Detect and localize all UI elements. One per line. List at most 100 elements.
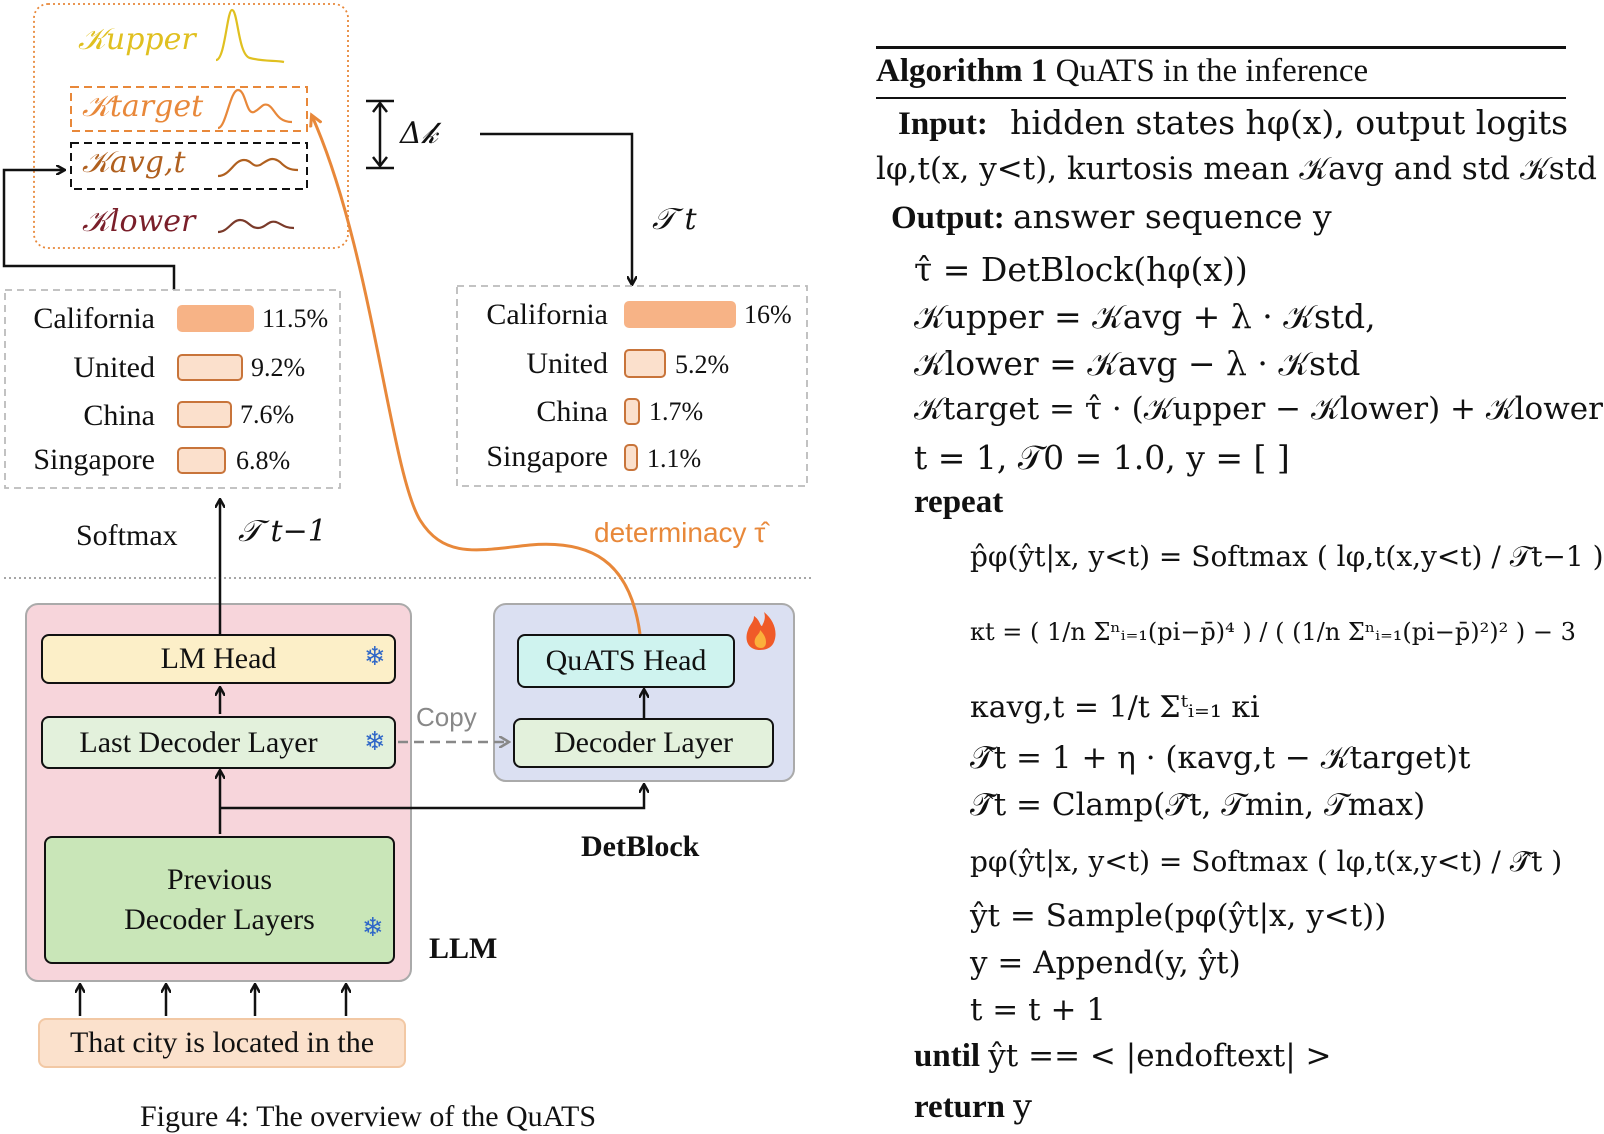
- copy-label: Copy: [416, 702, 477, 732]
- algo-mid-rule: [876, 97, 1566, 99]
- avg-curve: [217, 157, 299, 178]
- algo-top-rule: [876, 46, 1566, 49]
- algo-loop-8: t = t + 1: [970, 992, 1107, 1028]
- algo-repeat-label: repeat: [914, 484, 1004, 520]
- right-bar-1: [624, 349, 666, 378]
- llm-label: LLM: [429, 932, 498, 965]
- quats-head-block: QuATS Head: [517, 634, 735, 688]
- left-bar-3: [177, 447, 226, 474]
- algo-loop-1: κt = ( 1/n Σⁿᵢ₌₁(pi−p̄)⁴ ) / ( (1/n Σⁿᵢ₌…: [970, 618, 1576, 646]
- algo-title-rest: QuATS in the inference: [1055, 53, 1369, 89]
- left-pct-1: 9.2%: [251, 353, 306, 382]
- left-bar-0: [177, 305, 254, 332]
- algo-loop-6: ŷt = Sample(pφ(ŷt|x, y<t)): [970, 898, 1387, 934]
- target-box: [70, 86, 308, 132]
- fire-icon: [746, 612, 776, 650]
- previous-decoder-snowflake-icon: ❄: [362, 913, 384, 943]
- algo-return-label: return: [914, 1089, 1006, 1125]
- algo-loop-5: pφ(ŷt|x, y<t) = Softmax ( lφ,t(x,y<t) / …: [970, 845, 1563, 878]
- input-text-box: That city is located in the: [38, 1018, 406, 1068]
- figure-caption: Figure 4: The overview of the QuATS: [140, 1100, 597, 1133]
- softmax-label: Softmax: [76, 519, 178, 552]
- algo-until: until ŷt == < |endoftext| >: [914, 1038, 1332, 1075]
- right-label-1: United: [526, 347, 608, 380]
- last-decoder-label: Last Decoder Layer: [79, 725, 318, 759]
- algo-until-label: until: [914, 1038, 981, 1074]
- kurtosis-panel: [33, 3, 349, 249]
- algo-output-line: Output: answer sequence y: [891, 197, 1332, 237]
- determinacy-label: determinacy τ̂: [594, 517, 766, 548]
- algo-loop-7: y = Append(y, ŷt): [970, 945, 1241, 981]
- left-pct-0: 11.5%: [262, 304, 329, 333]
- right-label-3: Singapore: [486, 440, 608, 473]
- right-bar-3: [624, 444, 638, 471]
- algo-input-text-1: hidden states hφ(x), output logits: [1010, 103, 1569, 142]
- upper-curve: [215, 8, 285, 64]
- last-decoder-snowflake-icon: ❄: [364, 727, 386, 757]
- right-label-2: China: [536, 395, 608, 428]
- input-text: That city is located in the: [69, 1026, 375, 1059]
- detblock-label: DetBlock: [581, 830, 700, 863]
- algo-line-1: 𝒦upper = 𝒦avg + λ · 𝒦std,: [914, 297, 1376, 336]
- k-target-label: 𝒦target: [82, 89, 204, 124]
- algo-loop-2: κavg,t = 1/t Σᵗᵢ₌₁ κi: [970, 690, 1260, 725]
- lm-head-label: LM Head: [160, 642, 277, 675]
- right-pct-2: 1.7%: [649, 397, 704, 426]
- last-decoder-block: Last Decoder Layer: [41, 716, 396, 769]
- k-lower-label: 𝒦lower: [82, 204, 196, 239]
- algo-loop-0: p̂φ(ŷt|x, y<t) = Softmax ( lφ,t(x,y<t) /…: [970, 540, 1604, 573]
- right-pct-3: 1.1%: [647, 444, 702, 473]
- algo-output-label: Output:: [891, 200, 1005, 236]
- tau-t-minus-1-label: 𝒯 t−1: [238, 514, 327, 549]
- left-bar-1: [177, 354, 243, 381]
- left-bar-2: [177, 401, 232, 428]
- avg-box: [70, 142, 308, 190]
- k-upper-label: 𝒦upper: [78, 22, 196, 57]
- delta-to-right-arrow: [480, 132, 632, 284]
- algo-input-line-1: Input: hidden states hφ(x), output logit…: [898, 103, 1568, 143]
- algo-return-text: y: [1013, 1086, 1032, 1125]
- algo-input-label: Input:: [898, 106, 988, 142]
- right-label-0: California: [486, 298, 608, 331]
- algo-title-bold: Algorithm 1: [876, 53, 1048, 89]
- decoder-layer-block: Decoder Layer: [513, 718, 774, 768]
- decoder-layer-label: Decoder Layer: [553, 726, 734, 759]
- algo-line-4: t = 1, 𝒯0 = 1.0, y = [ ]: [914, 438, 1290, 477]
- lm-head-snowflake-icon: ❄: [364, 642, 386, 672]
- delta-k-bracket: [366, 99, 394, 170]
- left-label-3: Singapore: [33, 443, 155, 476]
- lower-curve: [217, 218, 295, 234]
- algo-line-2: 𝒦lower = 𝒦avg − λ · 𝒦std: [914, 344, 1361, 383]
- right-pct-0: 16%: [744, 300, 792, 329]
- tau-t-label: 𝒯 t: [652, 202, 697, 237]
- left-pct-2: 7.6%: [240, 400, 295, 429]
- right-bar-0: [624, 301, 736, 328]
- left-label-1: United: [73, 351, 155, 384]
- algo-title: Algorithm 1 QuATS in the inference: [876, 53, 1368, 90]
- algo-line-0: τ̂ = DetBlock(hφ(x)): [914, 250, 1248, 289]
- algo-repeat: repeat: [914, 484, 1003, 521]
- target-curve: [217, 88, 293, 130]
- algo-loop-4: 𝒯̂t = Clamp(𝒯̂t, 𝒯min, 𝒯max): [970, 787, 1426, 823]
- previous-decoder-label-2: Decoder Layers: [124, 903, 315, 936]
- left-label-2: China: [83, 399, 155, 432]
- previous-decoder-block: Previous Decoder Layers: [44, 836, 395, 964]
- right-dist-panel: [456, 285, 808, 487]
- lm-head-block: LM Head: [41, 634, 396, 684]
- left-label-0: California: [33, 302, 155, 335]
- algo-loop-3: 𝒯̂t = 1 + η · (κavg,t − 𝒦target)t: [970, 740, 1471, 776]
- right-pct-1: 5.2%: [675, 350, 730, 379]
- algo-line-3: 𝒦target = τ̂ · (𝒦upper − 𝒦lower) + 𝒦lowe…: [914, 391, 1603, 427]
- quats-head-label: QuATS Head: [545, 644, 707, 677]
- algo-input-line-2: lφ,t(x, y<t), kurtosis mean 𝒦avg and std…: [876, 151, 1597, 187]
- left-pct-3: 6.8%: [236, 446, 291, 475]
- algo-return: return y: [914, 1086, 1032, 1126]
- determinacy-curve: [312, 116, 642, 635]
- previous-decoder-label-1: Previous: [167, 863, 272, 896]
- left-dist-panel: [4, 289, 341, 489]
- delta-k-label: Δ𝓀: [400, 116, 438, 151]
- algo-until-text: ŷt == < |endoftext| >: [988, 1038, 1332, 1074]
- left-to-avg-arrow: [2, 170, 176, 290]
- k-avg-label: 𝒦avg,t: [82, 145, 186, 180]
- right-bar-2: [624, 398, 640, 425]
